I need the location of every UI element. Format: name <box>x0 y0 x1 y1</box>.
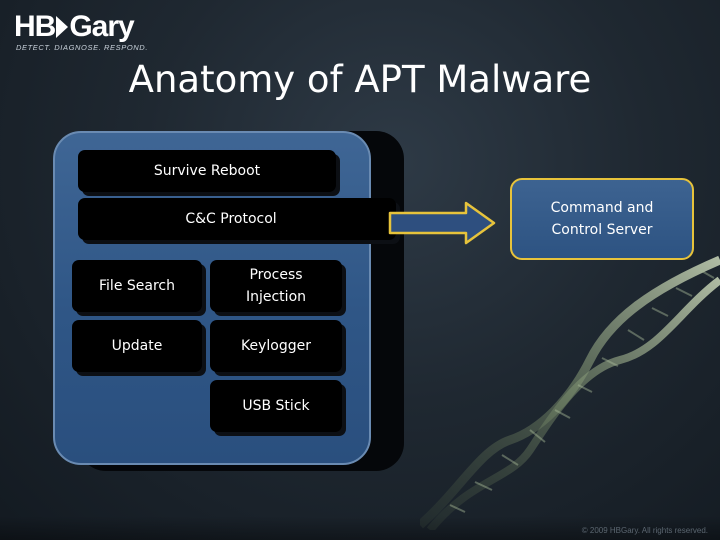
copyright-text: © 2009 HBGary. All rights reserved. <box>581 526 708 535</box>
logo-arrow-icon <box>56 16 69 38</box>
block-label: Update <box>111 338 163 354</box>
block-label: C&C Protocol <box>185 211 277 227</box>
hbgary-logo: HB Gary DETECT. DIAGNOSE. RESPOND. <box>14 12 149 53</box>
logo-tagline: DETECT. DIAGNOSE. RESPOND. <box>16 43 149 52</box>
block-process-injection: Process Injection <box>210 260 342 312</box>
slide-title: Anatomy of APT Malware <box>128 58 592 101</box>
dna-helix-image <box>420 255 720 530</box>
block-update: Update <box>72 320 202 372</box>
logo-word-right: Gary <box>69 10 134 43</box>
block-label: Survive Reboot <box>153 163 261 179</box>
block-file-search: File Search <box>72 260 202 312</box>
block-label: USB Stick <box>242 398 310 414</box>
block-label: Keylogger <box>241 338 311 354</box>
block-cc-protocol: C&C Protocol <box>78 198 396 240</box>
block-keylogger: Keylogger <box>210 320 342 372</box>
arrow-right-icon <box>388 201 496 245</box>
logo-word-left: HB <box>14 10 56 43</box>
block-survive-reboot: Survive Reboot <box>78 150 336 192</box>
block-label: Process Injection <box>245 267 307 305</box>
server-label: Command and Control Server <box>550 200 654 238</box>
command-control-server-box: Command and Control Server <box>510 178 694 260</box>
block-usb-stick: USB Stick <box>210 380 342 432</box>
block-label: File Search <box>99 278 175 294</box>
bottom-bar <box>0 516 720 540</box>
logo-wordmark: HB Gary <box>14 12 148 42</box>
